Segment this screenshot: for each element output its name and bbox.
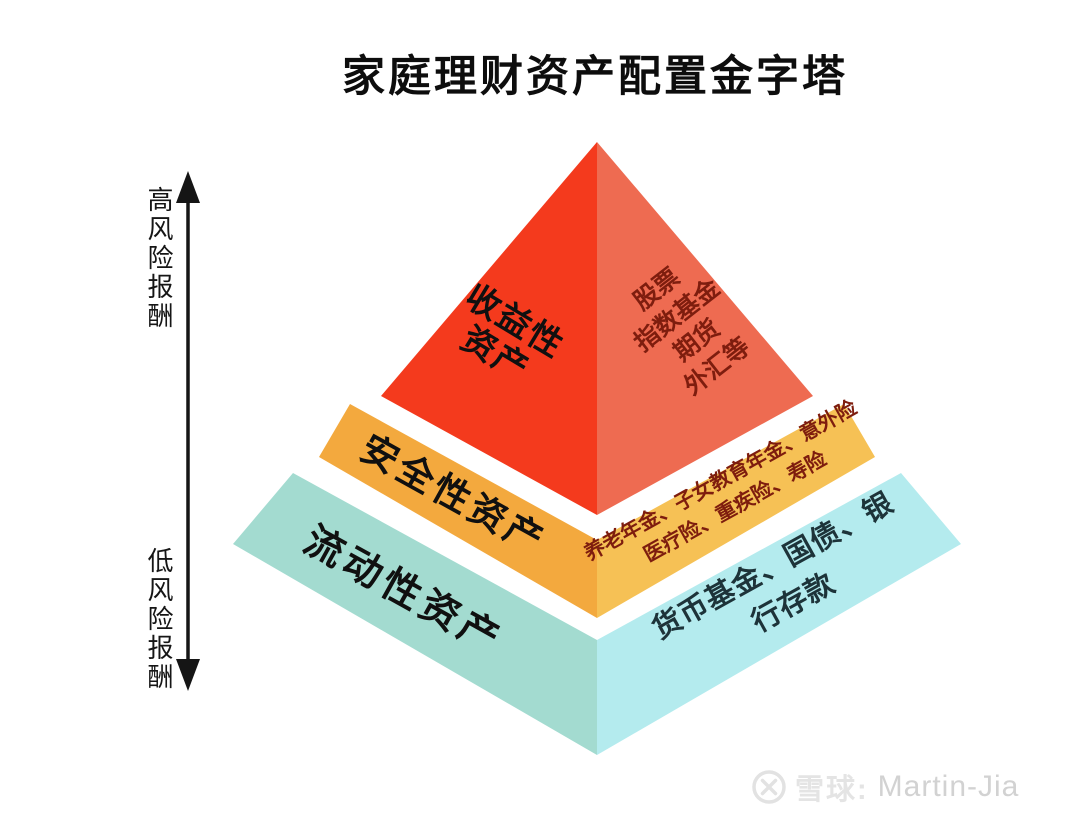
- arrow-up-head-icon: [176, 171, 200, 203]
- tier-safety-left-face: [319, 404, 597, 618]
- risk-arrow: [176, 171, 200, 691]
- tier-profit-right-face: [597, 142, 813, 515]
- tier-liquidity-right-face: [597, 473, 961, 755]
- tier-liquidity-left-face: [233, 473, 597, 755]
- tier-profit-left-face: [381, 142, 597, 515]
- page-title: 家庭理财资产配置金字塔: [342, 53, 848, 101]
- pyramid: [233, 142, 961, 755]
- high-risk-label: 高风险报酬: [144, 186, 174, 331]
- arrow-down-head-icon: [176, 659, 200, 691]
- watermark-site: 雪球:: [795, 774, 869, 806]
- low-risk-label: 低风险报酬: [144, 547, 174, 692]
- watermark-user: Martin-Jia: [877, 770, 1020, 803]
- watermark: 雪球: Martin-Jia: [750, 766, 1019, 808]
- xueqiu-logo-icon: [752, 770, 786, 804]
- tier-safety-right-face: [597, 404, 875, 618]
